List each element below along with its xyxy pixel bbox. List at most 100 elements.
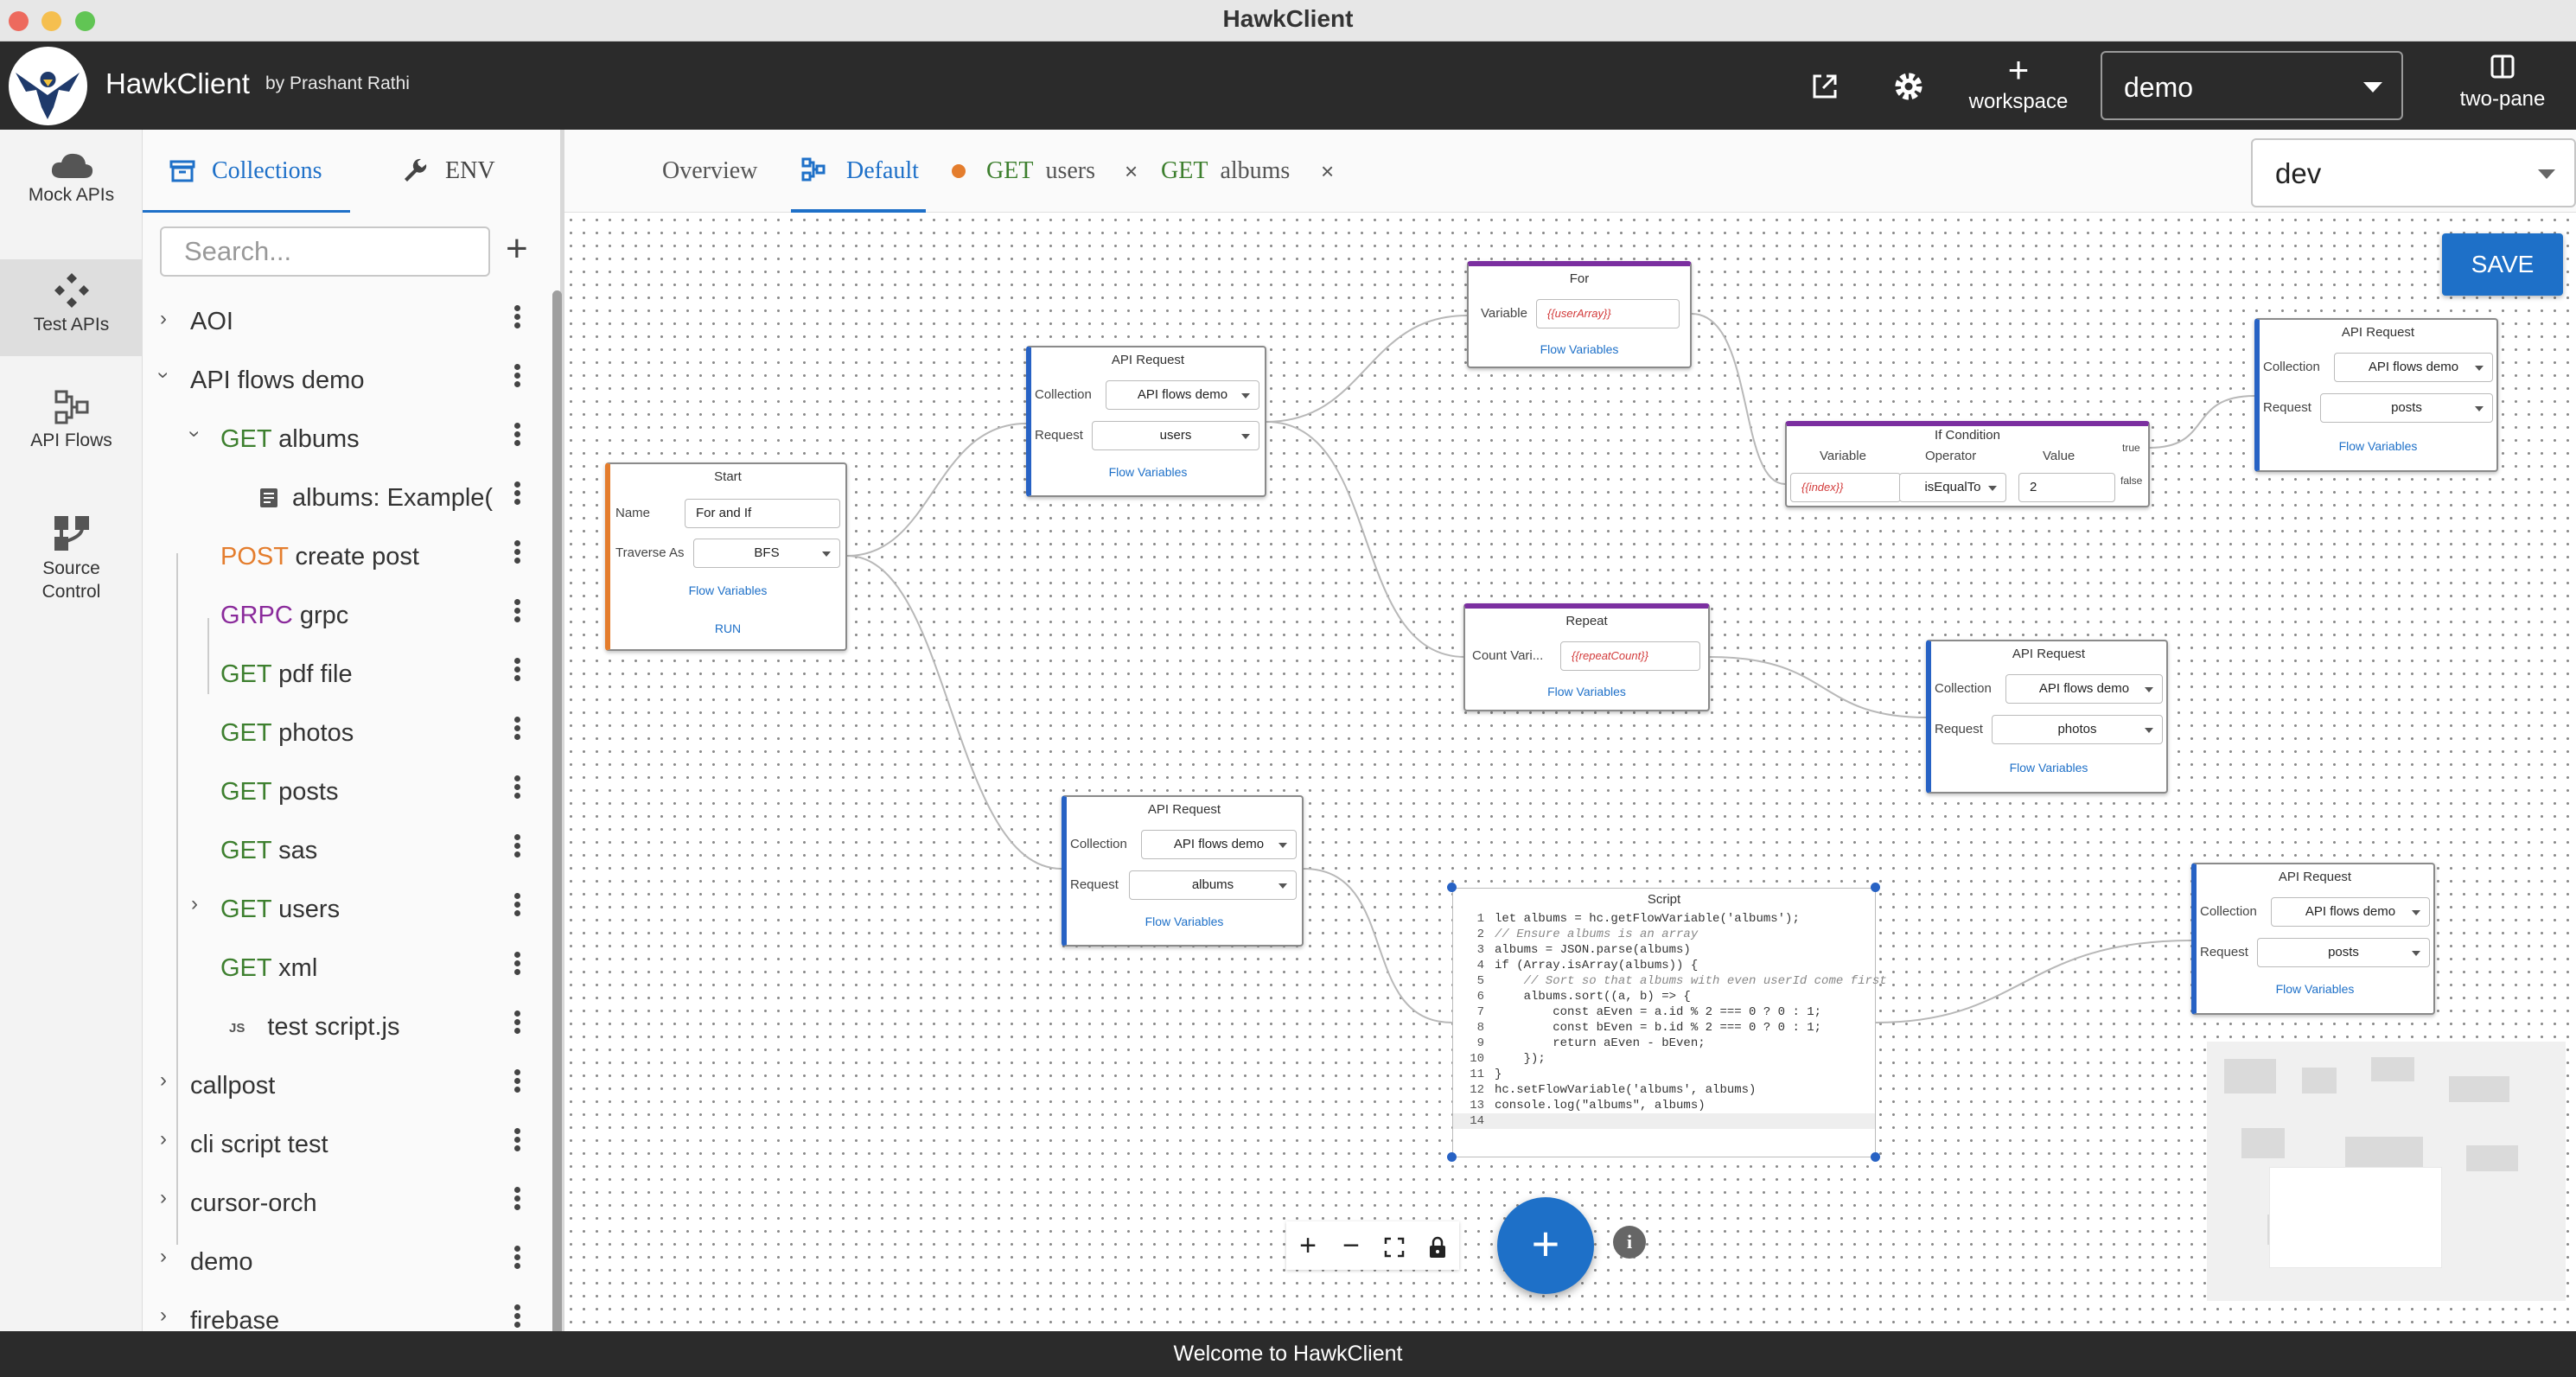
api-request-node[interactable]: API Request Collection API flows demo Re… bbox=[1062, 795, 1304, 947]
tree-item-collection[interactable]: API flows demo bbox=[190, 367, 365, 394]
lock-icon[interactable] bbox=[1416, 1221, 1459, 1270]
request-select[interactable]: posts bbox=[2257, 938, 2430, 967]
tree-item-request[interactable]: GET posts bbox=[220, 766, 338, 818]
chevron-down-icon[interactable]: › bbox=[183, 430, 207, 437]
tree-item-request[interactable]: GET xml bbox=[220, 942, 317, 994]
more-options-icon[interactable] bbox=[512, 303, 522, 337]
workspace-select[interactable]: demo bbox=[2101, 51, 2403, 120]
more-options-icon[interactable] bbox=[512, 655, 522, 690]
tab-get-albums[interactable]: GET albums bbox=[1161, 130, 1290, 213]
chevron-right-icon[interactable]: › bbox=[191, 892, 198, 915]
api-request-node[interactable]: API Request Collection API flows demo Re… bbox=[1926, 640, 2168, 794]
tab-default[interactable]: Default bbox=[791, 130, 926, 213]
chevron-right-icon[interactable]: › bbox=[160, 1245, 167, 1268]
flow-variables-link[interactable]: Flow Variables bbox=[1540, 342, 1619, 356]
flow-variables-link[interactable]: Flow Variables bbox=[2338, 439, 2418, 453]
rail-item-mock-apis[interactable]: Mock APIs bbox=[0, 150, 143, 206]
resize-handle[interactable] bbox=[1447, 883, 1457, 892]
variable-input[interactable]: {{userArray}} bbox=[1536, 299, 1680, 328]
more-options-icon[interactable] bbox=[512, 949, 522, 984]
close-tab-icon[interactable]: × bbox=[1125, 158, 1138, 184]
more-options-icon[interactable] bbox=[512, 1008, 522, 1042]
api-request-node[interactable]: API Request Collection API flows demo Re… bbox=[2191, 863, 2435, 1015]
request-select[interactable]: albums bbox=[1129, 870, 1297, 900]
collection-select[interactable]: API flows demo bbox=[1106, 380, 1259, 410]
flow-variables-link[interactable]: Flow Variables bbox=[2009, 761, 2088, 775]
start-node[interactable]: Start Name For and If Traverse As BFS Fl… bbox=[605, 462, 847, 651]
tree-item-collection[interactable]: cli script test bbox=[190, 1131, 328, 1158]
chevron-right-icon[interactable]: › bbox=[160, 307, 167, 330]
resize-handle[interactable] bbox=[1447, 1152, 1457, 1162]
close-window-button[interactable] bbox=[9, 11, 29, 31]
count-variable-input[interactable]: {{repeatCount}} bbox=[1560, 641, 1700, 671]
minimize-window-button[interactable] bbox=[41, 11, 61, 31]
more-options-icon[interactable] bbox=[512, 361, 522, 396]
minimap[interactable] bbox=[2207, 1042, 2566, 1301]
environment-select[interactable]: dev bbox=[2251, 138, 2576, 207]
traverse-select[interactable]: BFS bbox=[693, 539, 840, 568]
tab-env[interactable]: ENV bbox=[402, 130, 566, 213]
tree-item-request[interactable]: GET pdf file bbox=[220, 648, 353, 700]
info-icon[interactable]: i bbox=[1613, 1226, 1646, 1259]
zoom-window-button[interactable] bbox=[75, 11, 95, 31]
tree-item-collection[interactable]: AOI bbox=[190, 308, 233, 335]
tree-item-request[interactable]: GRPC grpc bbox=[220, 590, 348, 641]
more-options-icon[interactable] bbox=[512, 832, 522, 866]
tab-collections[interactable]: Collections bbox=[143, 130, 350, 213]
zoom-out-icon[interactable]: − bbox=[1342, 1229, 1360, 1262]
close-tab-icon[interactable]: × bbox=[1321, 158, 1335, 184]
collection-select[interactable]: API flows demo bbox=[2005, 674, 2163, 704]
chevron-right-icon[interactable]: › bbox=[160, 1068, 167, 1092]
more-options-icon[interactable] bbox=[512, 890, 522, 925]
more-options-icon[interactable] bbox=[512, 1184, 522, 1219]
api-request-node[interactable]: API Request Collection API flows demo Re… bbox=[1026, 346, 1266, 497]
repeat-node[interactable]: Repeat Count Vari... {{repeatCount}} Flo… bbox=[1463, 603, 1710, 711]
settings-gear-icon[interactable] bbox=[1891, 69, 1926, 108]
flow-variables-link[interactable]: Flow Variables bbox=[1108, 465, 1188, 479]
flow-variables-link[interactable]: Flow Variables bbox=[1547, 685, 1626, 698]
request-select[interactable]: photos bbox=[1992, 715, 2163, 744]
more-options-icon[interactable] bbox=[512, 714, 522, 749]
add-workspace-button[interactable]: + workspace bbox=[1962, 50, 2075, 123]
flow-variables-link[interactable]: Flow Variables bbox=[1145, 915, 1224, 928]
if-condition-node[interactable]: If Condition Variable Operator Value {{i… bbox=[1785, 421, 2150, 507]
more-options-icon[interactable] bbox=[512, 1243, 522, 1278]
tab-overview[interactable]: Overview bbox=[662, 157, 758, 184]
tree-item-request[interactable]: GET sas bbox=[220, 825, 317, 877]
collection-select[interactable]: API flows demo bbox=[2271, 897, 2430, 927]
flow-name-input[interactable]: For and If bbox=[685, 499, 840, 528]
tree-item-request[interactable]: GET photos bbox=[220, 707, 354, 759]
more-options-icon[interactable] bbox=[512, 1302, 522, 1331]
rail-item-source-control[interactable]: Source Control bbox=[0, 515, 143, 603]
panel-scrollbar[interactable] bbox=[552, 290, 562, 1377]
flow-variables-link[interactable]: Flow Variables bbox=[2275, 982, 2355, 996]
api-request-node[interactable]: API Request Collection API flows demo Re… bbox=[2254, 318, 2498, 472]
save-button[interactable]: SAVE bbox=[2442, 233, 2563, 296]
more-options-icon[interactable] bbox=[512, 420, 522, 455]
rail-item-test-apis[interactable]: Test APIs bbox=[0, 259, 143, 356]
chevron-right-icon[interactable]: › bbox=[160, 1304, 167, 1327]
tree-item-collection[interactable]: cursor-orch bbox=[190, 1189, 317, 1217]
tree-item-example[interactable]: albums: Example( bbox=[259, 472, 493, 524]
tree-item-collection[interactable]: firebase bbox=[190, 1307, 280, 1331]
more-options-icon[interactable] bbox=[512, 479, 522, 513]
operator-select[interactable]: isEqualTo bbox=[1899, 473, 2006, 502]
more-options-icon[interactable] bbox=[512, 773, 522, 807]
tree-item-request[interactable]: POST create post bbox=[220, 531, 419, 583]
search-input[interactable]: Search... bbox=[160, 226, 490, 277]
collection-select[interactable]: API flows demo bbox=[1141, 830, 1297, 859]
minimap-viewport[interactable] bbox=[2269, 1167, 2442, 1268]
flow-variables-link[interactable]: Flow Variables bbox=[688, 583, 768, 597]
run-button[interactable]: RUN bbox=[714, 622, 742, 635]
more-options-icon[interactable] bbox=[512, 1067, 522, 1101]
tree-item-request[interactable]: GET users bbox=[220, 883, 340, 935]
resize-handle[interactable] bbox=[1871, 883, 1880, 892]
chevron-down-icon[interactable]: › bbox=[152, 372, 175, 379]
tab-get-users[interactable]: GET users bbox=[986, 130, 1095, 213]
condition-value-input[interactable]: 2 bbox=[2018, 473, 2115, 502]
collection-select[interactable]: API flows demo bbox=[2334, 353, 2493, 382]
zoom-in-icon[interactable]: + bbox=[1299, 1229, 1317, 1262]
more-options-icon[interactable] bbox=[512, 538, 522, 572]
